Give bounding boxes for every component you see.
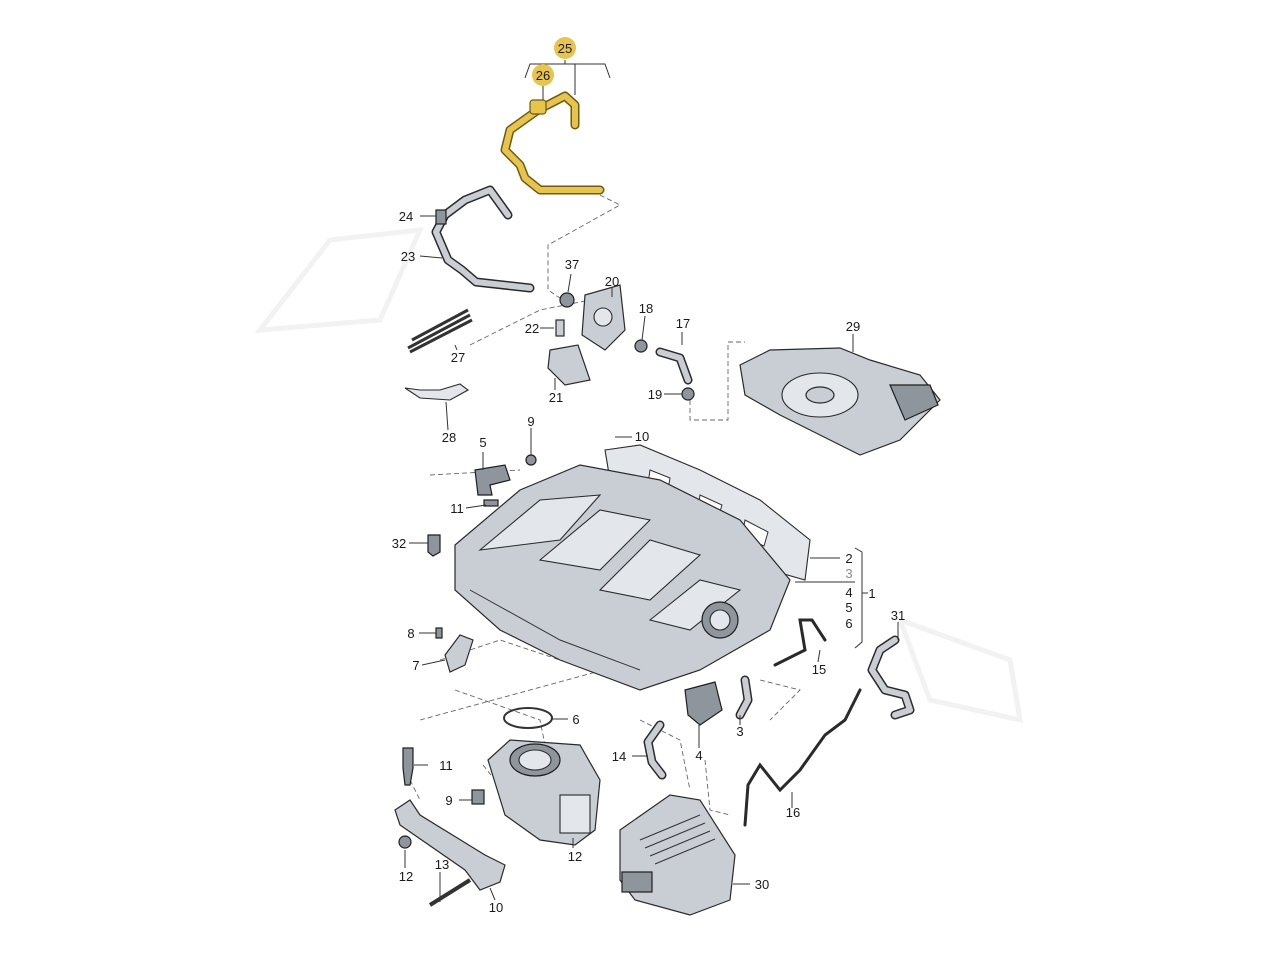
valve-assembly xyxy=(547,284,695,401)
highlighted-hose-29 xyxy=(500,91,605,195)
bracket-25 xyxy=(547,344,591,386)
callout-5-upper-group[interactable]: 5 xyxy=(845,600,852,615)
callout-6-upper[interactable]: 6 xyxy=(845,616,852,631)
watermark xyxy=(254,227,1024,724)
callout-18[interactable]: 14 xyxy=(612,749,626,764)
callout-11[interactable]: 11 xyxy=(450,501,464,516)
bolt-17 xyxy=(428,878,472,907)
callout-28[interactable]: 24 xyxy=(399,209,413,224)
callout-20[interactable]: 16 xyxy=(786,805,800,820)
callout-4-upper[interactable]: 4 xyxy=(845,585,852,600)
callout-13[interactable]: 9 xyxy=(445,793,452,808)
callout-29[interactable]: 25 xyxy=(558,41,572,56)
callout-34[interactable]: 30 xyxy=(755,877,769,892)
sensors-left xyxy=(427,454,537,557)
callout-12[interactable]: 12 xyxy=(568,849,582,864)
callout-21[interactable]: 17 xyxy=(676,316,690,331)
bolt-26 xyxy=(555,319,565,337)
callout-16[interactable]: 12 xyxy=(399,869,413,884)
valve-4 xyxy=(684,681,723,726)
callout-6[interactable]: 6 xyxy=(572,712,579,727)
callout-15[interactable]: 11 xyxy=(439,758,453,773)
callout-35[interactable]: 31 xyxy=(891,608,905,623)
callout-30[interactable]: 26 xyxy=(536,68,550,83)
callout-3[interactable]: 3 xyxy=(736,724,743,739)
plug-36 xyxy=(427,534,441,557)
wire-20 xyxy=(743,635,915,827)
callout-14[interactable]: 10 xyxy=(489,900,503,915)
leader-lines xyxy=(404,60,899,902)
clamp-23 xyxy=(681,387,695,401)
hose-clip-30 xyxy=(529,99,547,115)
callout-26[interactable]: 22 xyxy=(525,321,539,336)
sensor-7-8 xyxy=(435,627,474,673)
callout-31[interactable]: 27 xyxy=(451,350,465,365)
callout-27[interactable]: 23 xyxy=(401,249,415,264)
callout-2[interactable]: 2 xyxy=(845,551,852,566)
nut-16 xyxy=(398,835,412,849)
bracket-14 xyxy=(394,799,506,891)
callout-7[interactable]: 7 xyxy=(412,658,419,673)
bolt-13 xyxy=(471,789,485,805)
callout-8[interactable]: 8 xyxy=(407,626,414,641)
seal-ring-6 xyxy=(503,707,553,729)
callout-9[interactable]: 9 xyxy=(527,414,534,429)
nut-9 xyxy=(525,454,537,466)
sensor-7 xyxy=(444,634,474,673)
callout-22[interactable]: 18 xyxy=(639,301,653,316)
highlight-badge-30 xyxy=(532,64,554,86)
intake-manifold-1 xyxy=(454,464,791,691)
callout-3-grey[interactable]: 3 xyxy=(845,566,852,581)
callout-36[interactable]: 32 xyxy=(392,536,406,551)
hose-27 xyxy=(431,185,535,293)
callout-labels: 25 26 24 23 37 20 18 17 22 19 21 27 28 2… xyxy=(392,41,905,915)
cover-33 xyxy=(739,347,941,456)
callout-24[interactable]: 20 xyxy=(605,274,619,289)
hose-clamp-28 xyxy=(435,209,447,225)
bracket-parts-14 xyxy=(394,747,506,907)
callout-5-upper[interactable]: 5 xyxy=(479,435,486,450)
callout-25[interactable]: 21 xyxy=(549,390,563,405)
seal-22 xyxy=(634,339,648,353)
bolt-8 xyxy=(435,627,443,639)
sensor-5 xyxy=(474,464,511,496)
highlight-badge-29 xyxy=(554,37,576,59)
stud-15 xyxy=(402,747,414,786)
callout-19[interactable]: 15 xyxy=(812,662,826,677)
callout-1[interactable]: 1 xyxy=(868,586,875,601)
callout-17[interactable]: 13 xyxy=(435,857,449,872)
seal-37 xyxy=(559,292,575,308)
callout-23[interactable]: 19 xyxy=(648,387,662,402)
clamp-32 xyxy=(404,383,470,401)
valve-4-hoses xyxy=(643,618,827,780)
bolt-11 xyxy=(483,499,499,507)
callout-4[interactable]: 4 xyxy=(695,748,702,763)
air-box-34 xyxy=(619,794,736,916)
throttle-body-12 xyxy=(487,707,601,846)
callout-10[interactable]: 10 xyxy=(635,429,649,444)
callout-37[interactable]: 37 xyxy=(565,257,579,272)
callout-33[interactable]: 29 xyxy=(846,319,860,334)
small-parts-31-32 xyxy=(404,308,473,401)
callout-32[interactable]: 28 xyxy=(442,430,456,445)
